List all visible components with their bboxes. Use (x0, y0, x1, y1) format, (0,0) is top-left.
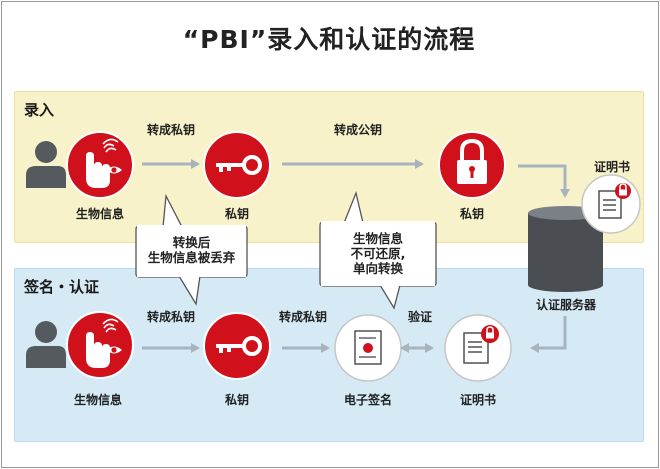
label-enroll-locked-key: 私钥 (459, 207, 484, 221)
callout-right-bubble (319, 190, 437, 310)
biometric-icon-enroll (66, 131, 134, 199)
certificate-icon-verify (444, 314, 512, 382)
label-e-signature: 电子签名 (343, 393, 392, 407)
callout-left-line2: 生物信息被丢弃 (147, 250, 236, 265)
biometric-icon-verify (66, 311, 134, 379)
page-title: “PBI”录入和认证的流程 (182, 25, 476, 54)
lock-icon-enroll (438, 131, 506, 199)
label-verify: 验证 (407, 310, 432, 324)
label-enroll-biometric: 生物信息 (75, 207, 124, 221)
certificate-icon-server (581, 174, 641, 234)
label-server: 认证服务器 (535, 298, 596, 312)
label-verify-convert-private-2: 转成私钥 (278, 310, 327, 324)
e-signature-icon (334, 314, 402, 382)
label-enroll-convert-private: 转成私钥 (146, 123, 195, 137)
private-key-icon-verify (203, 312, 271, 380)
arrow-server-to-certificate (530, 316, 567, 353)
callout-right-line2: 不可还原, (350, 246, 406, 261)
person-icon-enroll (26, 141, 66, 188)
callout-right-text: 生物信息 不可还原, 单向转换 (320, 231, 436, 276)
callout-left-line1: 转换后 (172, 235, 211, 250)
arrow-enroll-to-server (518, 164, 570, 198)
label-enroll-convert-public: 转成公钥 (333, 123, 382, 137)
callout-right-line3: 单向转换 (352, 261, 403, 276)
label-verify-private-key: 私钥 (224, 393, 249, 407)
person-icon-verify (26, 321, 66, 368)
callout-left-text: 转换后 生物信息被丢弃 (136, 235, 247, 265)
enroll-section-label: 录入 (24, 101, 55, 119)
private-key-icon-enroll (203, 131, 271, 199)
label-server-certificate: 证明书 (593, 160, 630, 174)
label-verify-biometric: 生物信息 (73, 393, 122, 407)
callout-left-bubble (135, 193, 248, 306)
label-verify-certificate: 证明书 (459, 393, 496, 407)
label-enroll-private-key: 私钥 (224, 207, 249, 221)
callout-right-line1: 生物信息 (352, 231, 403, 246)
label-verify-convert-private: 转成私钥 (146, 310, 195, 324)
verify-section-label: 签名・认证 (24, 278, 100, 296)
